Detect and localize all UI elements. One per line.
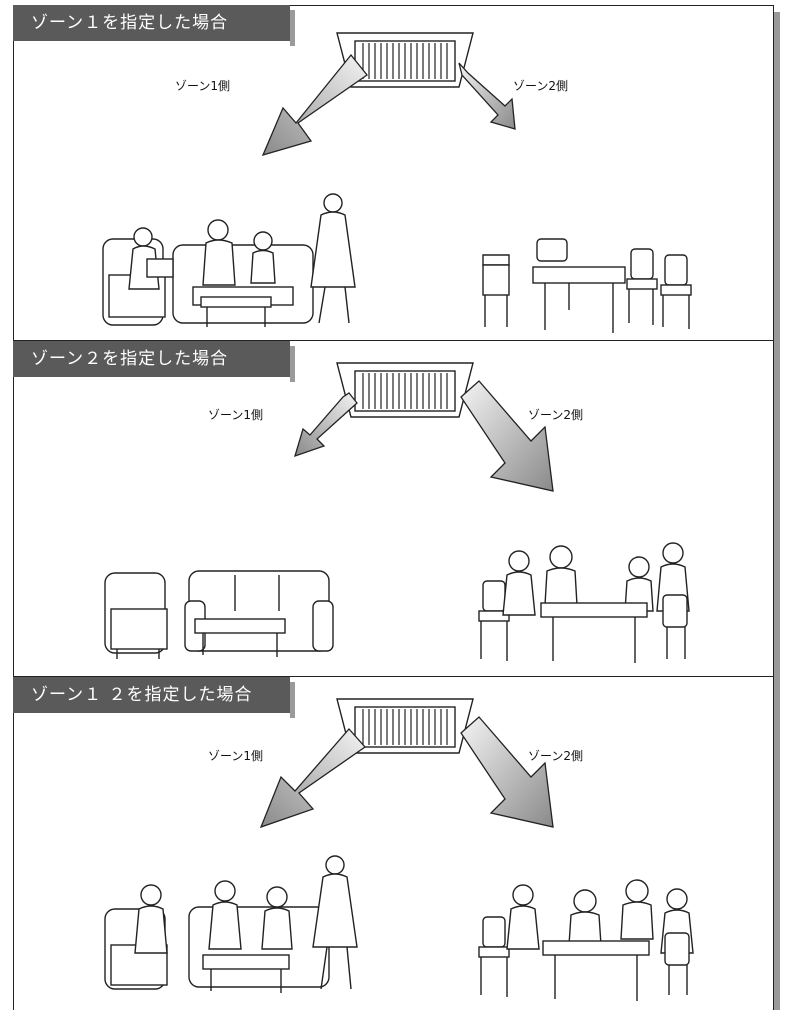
airflow-arrow-zone1 bbox=[294, 392, 358, 458]
panel-both-zones: ゾーン１ ２を指定した場合 ゾーン1側 ゾーン2側 bbox=[13, 677, 774, 1010]
panel-title: ゾーン２を指定した場合 bbox=[13, 341, 295, 382]
empty-living-room-sofa bbox=[104, 570, 334, 659]
zone2-side-label: ゾーン2側 bbox=[528, 408, 584, 422]
panel-title: ゾーン１を指定した場合 bbox=[13, 5, 295, 46]
empty-dining-table bbox=[482, 238, 692, 333]
airflow-arrow-zone2 bbox=[460, 716, 554, 828]
ceiling-aircon-unit bbox=[336, 698, 474, 754]
frame-shadow bbox=[774, 12, 780, 1010]
zone2-side-label: ゾーン2側 bbox=[528, 749, 584, 763]
dining-table-with-people bbox=[478, 879, 694, 1001]
panel-title: ゾーン１ ２を指定した場合 bbox=[13, 677, 295, 718]
ceiling-aircon-unit bbox=[336, 362, 474, 418]
zone2-side-label: ゾーン2側 bbox=[513, 79, 569, 93]
panel-zone1: ゾーン１を指定した場合 ゾーン1側 ゾーン2側 bbox=[13, 5, 774, 340]
zone1-side-label: ゾーン1側 bbox=[175, 79, 231, 93]
zone1-side-label: ゾーン1側 bbox=[208, 408, 264, 422]
zone1-side-label: ゾーン1側 bbox=[208, 749, 264, 763]
panel-zone2: ゾーン２を指定した場合 ゾーン1側 ゾーン2側 bbox=[13, 341, 774, 676]
airflow-arrow-zone1 bbox=[261, 53, 368, 157]
airflow-arrow-zone2 bbox=[458, 62, 516, 130]
panel-divider bbox=[13, 340, 774, 341]
dining-table-with-people bbox=[478, 542, 690, 663]
living-room-with-people bbox=[104, 855, 358, 993]
diagram-frame bbox=[13, 5, 774, 1010]
panel-illustration bbox=[104, 698, 694, 1001]
airflow-arrow-zone1 bbox=[259, 728, 366, 829]
panel-divider bbox=[13, 676, 774, 677]
panel-illustration bbox=[102, 32, 692, 333]
panel-illustration bbox=[104, 362, 690, 663]
living-room-with-family bbox=[102, 193, 356, 327]
airflow-arrow-zone2 bbox=[460, 380, 554, 492]
